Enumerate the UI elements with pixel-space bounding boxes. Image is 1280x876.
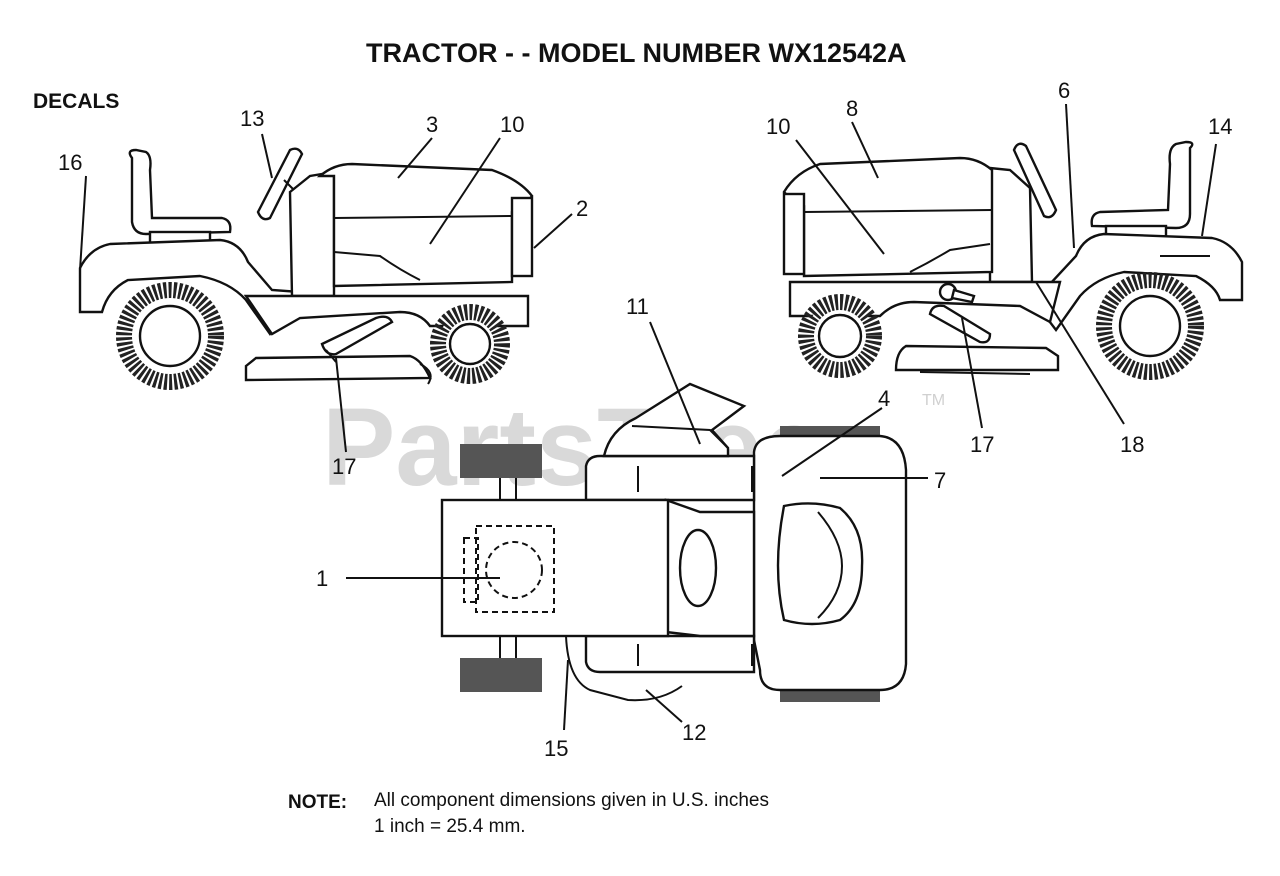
deck-skirt-right [919,371,1031,375]
key-shaft-right [950,288,976,304]
callout-2: 2 [576,196,588,221]
leader-6 [1065,103,1075,249]
footrest-right-top [584,634,756,674]
pedal-link-left [325,349,337,363]
leader-15 [563,659,569,731]
front-axle-top [499,476,517,660]
panel-11-edge [631,425,729,449]
leader-3 [397,137,433,179]
seat-top [776,502,864,626]
callout-numbers: 16 13 3 10 2 17 8 10 6 14 17 18 11 4 7 1… [58,78,1232,761]
mower-deck-right [894,344,1060,372]
section-label: DECALS [33,90,119,113]
grille-left [510,196,534,278]
callout-18: 18 [1120,432,1144,457]
hood-right [782,156,994,278]
note-label: NOTE: [288,792,347,813]
steering-wheel-right [1012,142,1058,219]
steering-wheel-top [678,528,718,608]
leader-16 [79,175,87,271]
leader-11 [649,321,701,445]
hood-panel-right [909,243,991,273]
deck-chute-left [419,363,432,385]
front-rim-right [817,313,863,359]
leader-lines [79,103,1217,731]
hood-panel-left [333,251,421,281]
seat-back-top [817,511,844,619]
callout-17-left: 17 [332,454,356,479]
leader-10a [429,137,501,245]
front-tire-top-right [460,658,542,692]
engine-cap-top [485,541,543,599]
leader-8 [851,121,879,179]
callout-14: 14 [1208,114,1232,139]
tractor-right-side-view [782,140,1244,380]
leader-12 [645,689,683,723]
callout-1: 1 [316,566,328,591]
callout-3: 3 [426,112,438,137]
seat-right [1090,140,1194,230]
foot-pedal-right [928,304,992,344]
rear-rim-left [138,304,202,368]
grille-right [782,192,806,276]
leader-18 [1035,281,1125,425]
callout-8: 8 [846,96,858,121]
page-title: TRACTOR - - MODEL NUMBER WX12542A [366,38,907,68]
leader-17a [335,357,347,453]
hood-seam-right [803,209,993,213]
callout-10-right: 10 [766,114,790,139]
footrest-marks-top [637,466,753,666]
callout-15: 15 [544,736,568,761]
footrest-left-top [584,454,756,502]
front-rim-left [448,322,492,366]
callout-17-right: 17 [970,432,994,457]
dimension-note: NOTE: All component dimensions given in … [288,790,769,837]
dash-console-left [288,170,336,298]
note-line-2: 1 inch = 25.4 mm. [374,816,526,837]
tractor-left-side-view [78,147,534,390]
watermark-tm: TM [922,392,945,409]
tractor-top-view [440,382,908,702]
leader-2 [533,213,573,249]
leader-10b [795,139,885,255]
rear-rim-right [1118,294,1182,358]
callout-6: 6 [1058,78,1070,103]
decal-outline-top [463,537,479,603]
steering-wheel-left [256,147,304,221]
callout-11: 11 [626,294,649,319]
callout-4: 4 [878,386,890,411]
callout-12: 12 [682,720,706,745]
front-tire-top-left [460,444,542,478]
callout-10-left: 10 [500,112,524,137]
leader-13 [261,133,273,179]
hood-seam-left [333,215,513,219]
leader-17b [961,317,983,429]
callout-16: 16 [58,150,82,175]
note-line-1: All component dimensions given in U.S. i… [374,790,769,811]
bumper-12-top [565,635,683,702]
callout-13: 13 [240,106,264,131]
leader-14 [1201,143,1217,237]
foot-pedal-left [320,315,394,356]
seat-left [128,148,232,236]
dash-console-right [988,166,1034,284]
hood-left [316,162,534,288]
leader-4 [781,407,883,477]
engine-outline-top [475,525,555,613]
callout-7: 7 [934,468,946,493]
